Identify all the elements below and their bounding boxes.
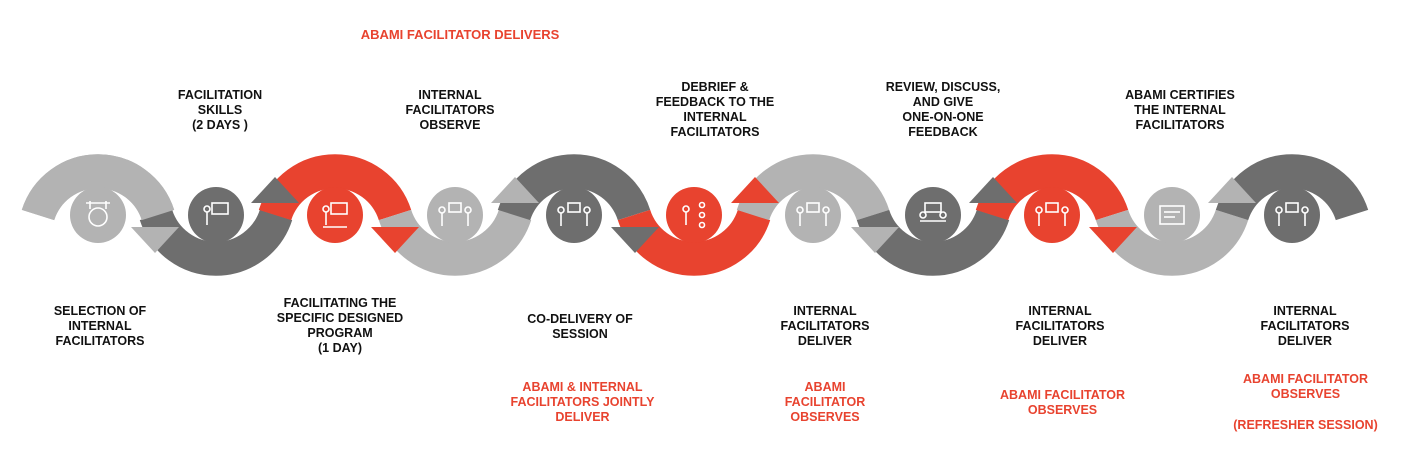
step-circle [785, 187, 841, 243]
label-selection-of-internal-facilitators: SELECTION OF INTERNAL FACILITATORS [53, 304, 147, 348]
label-facilitating-designed-program: FACILITATING THE SPECIFIC DESIGNED PROGR… [276, 296, 404, 355]
flow-arrowhead [851, 227, 899, 253]
step-circle [307, 187, 363, 243]
wave-arcs [21, 154, 1369, 276]
presenter-board-icon [188, 187, 244, 243]
flow-arrowhead [251, 177, 299, 203]
meeting-discussion-icon [905, 187, 961, 243]
flow-arrowhead [491, 177, 539, 203]
people-whiteboard-icon [1264, 187, 1320, 243]
step-circle [427, 187, 483, 243]
flow-arrowhead [371, 227, 419, 253]
wave-arc-start [21, 154, 175, 221]
top-banner: ABAMI FACILITATOR DELIVERS [360, 27, 560, 42]
trainer-audience-icon [307, 187, 363, 243]
step-icons [70, 187, 1320, 243]
label-facilitation-skills: FACILITATION SKILLS (2 DAYS ) [177, 88, 263, 132]
step-circle [70, 187, 126, 243]
flow-arrowhead [611, 227, 659, 253]
step-circle [1144, 187, 1200, 243]
people-whiteboard-icon [427, 187, 483, 243]
note-abami-facilitator-observes-2: ABAMI FACILITATOR OBSERVES [1000, 388, 1125, 417]
people-whiteboard-icon [1024, 187, 1080, 243]
flow-arrowhead [1089, 227, 1137, 253]
step-circle [1264, 187, 1320, 243]
flow-arrowhead [131, 227, 179, 253]
label-review-discuss: REVIEW, DISCUSS, AND GIVE ONE-ON-ONE FEE… [885, 80, 1001, 139]
label-internal-facilitators-deliver-3: INTERNAL FACILITATORS DELIVER [1260, 304, 1350, 348]
org-chart-feedback-icon [666, 187, 722, 243]
people-whiteboard-icon [785, 187, 841, 243]
flow-arrowhead [731, 177, 779, 203]
label-debrief-feedback: DEBRIEF & FEEDBACK TO THE INTERNAL FACIL… [655, 80, 775, 139]
note-abami-facilitator-observes-3: ABAMI FACILITATOR OBSERVES [1243, 372, 1368, 401]
step-circle [905, 187, 961, 243]
co-presenters-icon [546, 187, 602, 243]
note-abami-facilitator-observes-1: ABAMI FACILITATOR OBSERVES [784, 380, 866, 424]
label-internal-facilitators-deliver-1: INTERNAL FACILITATORS DELIVER [780, 304, 870, 348]
step-circle [188, 187, 244, 243]
note-refresher-session: (REFRESHER SESSION) [1233, 418, 1378, 432]
step-circle [1024, 187, 1080, 243]
step-circle [666, 187, 722, 243]
label-co-delivery-of-session: CO-DELIVERY OF SESSION [527, 312, 633, 341]
label-internal-facilitators-observe: INTERNAL FACILITATORS OBSERVE [405, 88, 495, 132]
flow-arrowhead [1208, 177, 1256, 203]
flow-arrowhead [969, 177, 1017, 203]
label-abami-certifies: ABAMI CERTIFIES THE INTERNAL FACILITATOR… [1125, 88, 1235, 132]
step-circle [546, 187, 602, 243]
tools-icon [70, 187, 126, 243]
note-abami-internal-jointly-deliver: ABAMI & INTERNAL FACILITATORS JOINTLY DE… [510, 380, 655, 424]
certificate-icon [1144, 187, 1200, 243]
label-internal-facilitators-deliver-2: INTERNAL FACILITATORS DELIVER [1015, 304, 1105, 348]
